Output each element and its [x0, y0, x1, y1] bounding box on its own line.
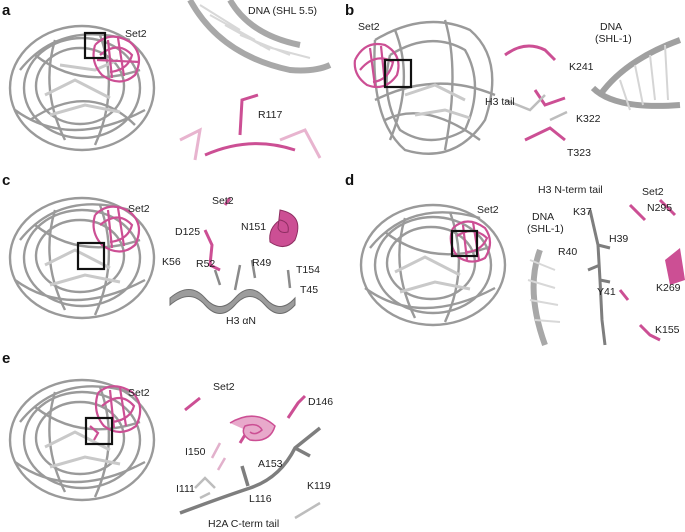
- zoom-label-d-set2: Set2: [642, 186, 664, 198]
- zoom-label-d-k37: K37: [573, 206, 592, 218]
- zoom-label-d-k269: K269: [656, 282, 681, 294]
- zoom-label-e-d146: D146: [308, 396, 334, 408]
- panel-label-e: e: [2, 350, 11, 367]
- overview-label-set2-e: Set2: [128, 387, 150, 399]
- panel-e: e Set2: [0, 348, 340, 532]
- zoom-label-c-r49: R49: [252, 257, 272, 269]
- zoom-label-e-i111: I111: [176, 483, 195, 495]
- panel-b: b Set2: [345, 0, 685, 165]
- zoom-label-c-d125: D125: [175, 226, 201, 238]
- zoom-view-b: [504, 37, 682, 142]
- nucleosome-overview-a: [8, 24, 156, 152]
- zoom-box-c: [76, 241, 106, 271]
- zoom-box-b: [383, 58, 413, 89]
- nucleosome-overview-b: [353, 19, 496, 155]
- zoom-label-e-l116: L116: [249, 493, 272, 505]
- zoom-label-d-h3-nterm-text: H3 N-term tail: [538, 184, 603, 196]
- zoom-view-a: [179, 0, 332, 161]
- zoom-label-a-r117: R117: [258, 109, 283, 121]
- zoom-label-c-h3-alpha-n: H3 αN: [226, 315, 256, 327]
- panel-a: a Set2: [0, 0, 340, 165]
- zoom-label-b-t323: T323: [567, 147, 591, 159]
- zoom-label-b-k241: K241: [569, 61, 594, 73]
- zoom-box-d: [450, 229, 479, 258]
- zoom-label-d-n295: N295: [647, 202, 673, 214]
- zoom-label-c-n151: N151: [241, 221, 267, 233]
- zoom-label-a-dna: DNA (SHL 5.5): [248, 5, 318, 17]
- zoom-label-d-k155: K155: [655, 324, 680, 336]
- overview-label-set2-d: Set2: [477, 204, 499, 216]
- panel-label-b: b: [345, 2, 355, 19]
- zoom-label-c-t45: T45: [300, 284, 319, 296]
- zoom-label-e-h2a-cterm: H2A C-term tail: [208, 518, 280, 530]
- zoom-label-d-r40: R40: [558, 246, 578, 258]
- zoom-view-e: [179, 394, 322, 520]
- panel-label-a: a: [2, 2, 11, 19]
- panel-c: c Set2: [0, 170, 340, 330]
- zoom-view-c: [169, 197, 299, 314]
- overview-label-set2-a: Set2: [125, 28, 147, 40]
- zoom-label-b-dna: DNA: [600, 21, 623, 33]
- zoom-label-c-k56: K56: [162, 256, 181, 268]
- panel-label-d: d: [345, 172, 355, 189]
- panel-d: d Set2: [345, 170, 685, 347]
- zoom-view-d: [527, 198, 685, 347]
- panel-label-c: c: [2, 172, 11, 189]
- zoom-label-e-a153: A153: [258, 458, 283, 470]
- overview-label-set2-b: Set2: [358, 21, 380, 33]
- zoom-box-e: [84, 416, 114, 446]
- zoom-label-e-i150: I150: [185, 446, 206, 458]
- zoom-label-b-h3-tail: H3 tail: [485, 96, 515, 108]
- overview-label-set2-c: Set2: [128, 203, 150, 215]
- zoom-label-d-h39: H39: [609, 233, 629, 245]
- zoom-label-d-shl: (SHL-1): [527, 223, 564, 235]
- nucleosome-overview-d: [359, 203, 507, 327]
- zoom-label-e-set2: Set2: [213, 381, 235, 393]
- nucleosome-overview-c: [8, 196, 156, 320]
- zoom-label-c-r52: R52: [196, 258, 216, 270]
- zoom-label-d-dna: DNA: [532, 211, 555, 223]
- zoom-label-d-y41: Y41: [597, 286, 616, 298]
- nucleosome-overview-e: [8, 378, 156, 502]
- zoom-label-b-shl: (SHL-1): [595, 33, 632, 45]
- zoom-label-e-k119: K119: [307, 480, 331, 492]
- zoom-box-a: [83, 31, 107, 60]
- zoom-label-c-t154: T154: [296, 264, 320, 276]
- zoom-label-b-k322: K322: [576, 113, 601, 125]
- zoom-label-c-set2: Set2: [212, 195, 234, 207]
